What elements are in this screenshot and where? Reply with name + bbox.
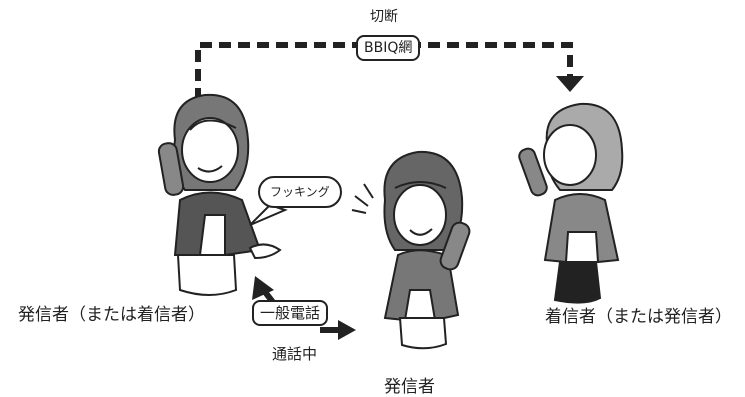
- up-left-arrowhead-icon: [252, 276, 274, 300]
- down-arrow-icon: [556, 76, 584, 92]
- left-caller-figure: [157, 93, 282, 296]
- hooking-speech-bubble: フッキング: [258, 176, 342, 208]
- right-receiver-figure: [518, 102, 624, 304]
- right-arrowhead-icon: [338, 320, 356, 340]
- right-receiver-label: 着信者（または発信者）: [545, 307, 732, 327]
- network-label-box: BBIQ網: [356, 35, 421, 61]
- center-caller-figure: [351, 150, 471, 350]
- left-caller-label: 発信者（または着信者）: [18, 305, 205, 325]
- disconnect-label: 切断: [370, 9, 398, 25]
- disconnected-line: [195, 42, 573, 100]
- speech-bubble-tail: [249, 203, 288, 226]
- call-status-label: 通話中: [272, 345, 318, 363]
- center-caller-label: 発信者: [384, 377, 435, 397]
- call-type-label-box: 一般電話: [252, 300, 329, 326]
